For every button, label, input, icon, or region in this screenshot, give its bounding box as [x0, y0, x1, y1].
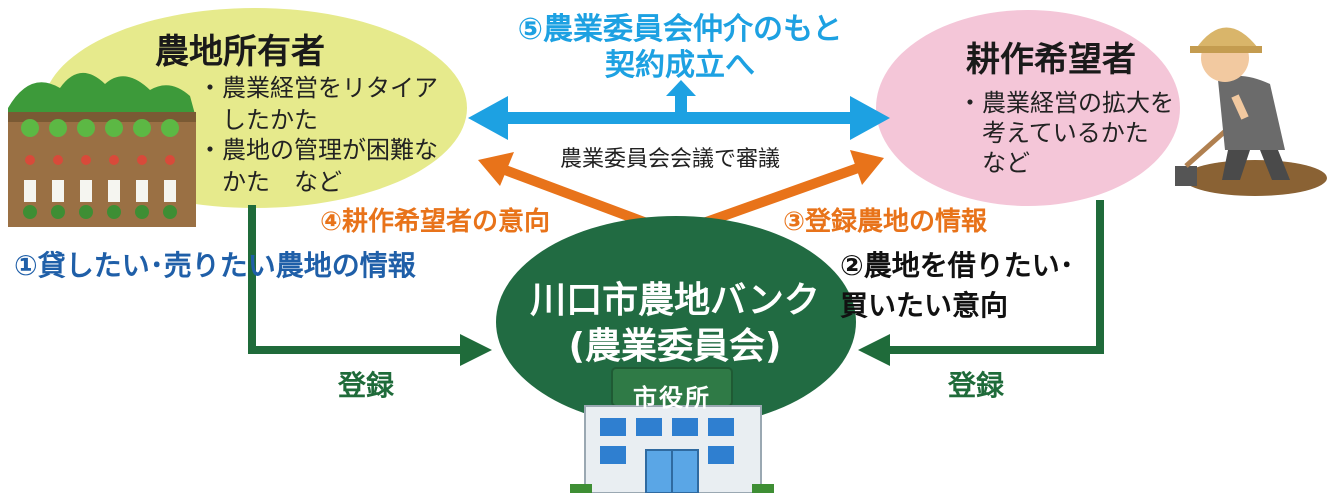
orange-arrow-right	[696, 150, 884, 230]
owner-bullet-retire-line2: したかた	[198, 106, 318, 134]
land-bank-line2: (農業委員会)	[568, 326, 782, 367]
step5-line2: 契約成立へ	[605, 48, 755, 83]
step1-land-info-label: ①貸したい･売りたい農地の情報	[14, 249, 416, 282]
seeker-bullet-line2: 考えているかた	[958, 119, 1149, 147]
land-bank-line1: 川口市農地バンク	[530, 280, 820, 321]
green-arrow-left	[248, 205, 492, 366]
step4-seeker-intent-label: ④耕作希望者の意向	[320, 207, 551, 237]
bank-ellipse	[496, 216, 856, 428]
owner-bullet-difficulty-line1: ・農地の管理が困難な	[198, 136, 438, 164]
owner-bullet-retire-line1: ・農業経営をリタイア	[198, 74, 438, 102]
seeker-bubble	[876, 10, 1180, 206]
green-arrow-right	[858, 200, 1104, 366]
city-hall-building-icon	[570, 367, 774, 493]
step5-contract-label: ⑤農業委員会仲介のもと 契約成立へ	[510, 12, 850, 84]
step2-intent-label: ②農地を借りたい･ 買いたい意向	[840, 246, 1074, 326]
step2-line2: 買いたい意向	[840, 289, 1009, 322]
seeker-title: 耕作希望者	[966, 40, 1136, 80]
owner-bullet-difficulty: ・農地の管理が困難な かた など	[198, 134, 438, 198]
owner-title: 農地所有者	[155, 32, 325, 72]
farmer-illustration	[1175, 27, 1327, 196]
council-deliberation-label: 農業委員会会議で審議	[560, 147, 781, 172]
seeker-bullet: ・農業経営の拡大を 考えているかた など	[958, 88, 1174, 178]
blue-double-arrow	[468, 80, 890, 140]
register-right-label: 登録	[948, 369, 1005, 402]
owner-bullet-retire: ・農業経営をリタイア したかた	[198, 72, 438, 136]
register-left-label: 登録	[338, 369, 395, 402]
orange-arrow-left	[478, 152, 654, 230]
land-bank-label: 川口市農地バンク (農業委員会)	[505, 278, 845, 370]
city-hall-sign: 市役所	[633, 384, 711, 412]
farmland-illustration	[8, 72, 196, 227]
step5-line1: ⑤農業委員会仲介のもと	[517, 12, 843, 47]
step2-line1: ②農地を借りたい･	[840, 249, 1074, 282]
seeker-bullet-line3: など	[958, 149, 1030, 177]
seeker-bullet-line1: ・農業経営の拡大を	[958, 89, 1174, 117]
owner-bullet-difficulty-line2: かた など	[198, 168, 342, 196]
step3-registered-land-label: ③登録農地の情報	[783, 207, 988, 237]
